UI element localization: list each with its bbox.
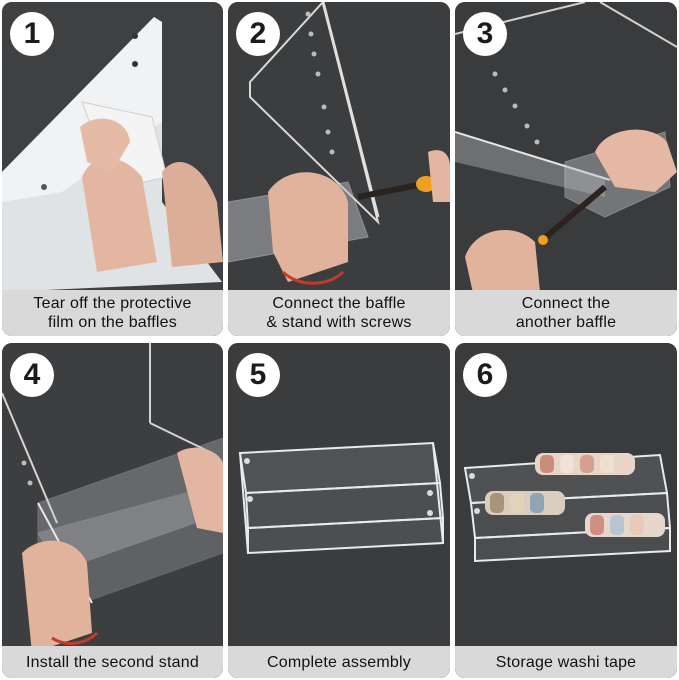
step-6-photo bbox=[455, 343, 677, 678]
step-4-photo bbox=[2, 343, 223, 678]
step-3-photo bbox=[455, 2, 677, 336]
step-1-panel: 1 Tear off the protective film on the ba… bbox=[2, 2, 223, 336]
step-number-badge: 6 bbox=[463, 353, 507, 397]
step-2-panel: 2 Connect the baffle & stand with screws bbox=[228, 2, 450, 336]
step-2-photo bbox=[228, 2, 450, 336]
step-caption-text: Tear off the protective film on the baff… bbox=[33, 295, 192, 331]
acrylic-stand-graphic bbox=[238, 441, 445, 555]
step-number-badge: 4 bbox=[10, 353, 54, 397]
step-caption: Install the second stand bbox=[2, 646, 223, 678]
step-1-photo bbox=[2, 2, 223, 336]
step-number-badge: 3 bbox=[463, 12, 507, 56]
step-caption-text: Storage washi tape bbox=[495, 653, 637, 671]
step-caption-text: Complete assembly bbox=[267, 653, 411, 671]
step-caption: Tear off the protective film on the baff… bbox=[2, 290, 223, 336]
step-caption-text: Install the second stand bbox=[26, 653, 199, 671]
washi-tape-rolls bbox=[485, 453, 665, 537]
step-4-panel: 4 Install the second stand bbox=[2, 343, 223, 678]
step-number-badge: 1 bbox=[10, 12, 54, 56]
step-5-panel: 5 Complete assembly bbox=[228, 343, 450, 678]
step-caption-text: Connect the baffle & stand with screws bbox=[266, 295, 412, 331]
step-5-photo bbox=[228, 343, 450, 678]
step-6-panel: 6 Storage washi tape bbox=[455, 343, 677, 678]
step-caption: Connect the baffle & stand with screws bbox=[228, 290, 450, 336]
step-number-badge: 2 bbox=[236, 12, 280, 56]
step-caption-text: Connect the another baffle bbox=[515, 295, 617, 331]
step-number-badge: 5 bbox=[236, 353, 280, 397]
step-3-panel: 3 Connect the another baffle bbox=[455, 2, 677, 336]
step-caption: Storage washi tape bbox=[455, 646, 677, 678]
step-caption: Connect the another baffle bbox=[455, 290, 677, 336]
step-caption: Complete assembly bbox=[228, 646, 450, 678]
